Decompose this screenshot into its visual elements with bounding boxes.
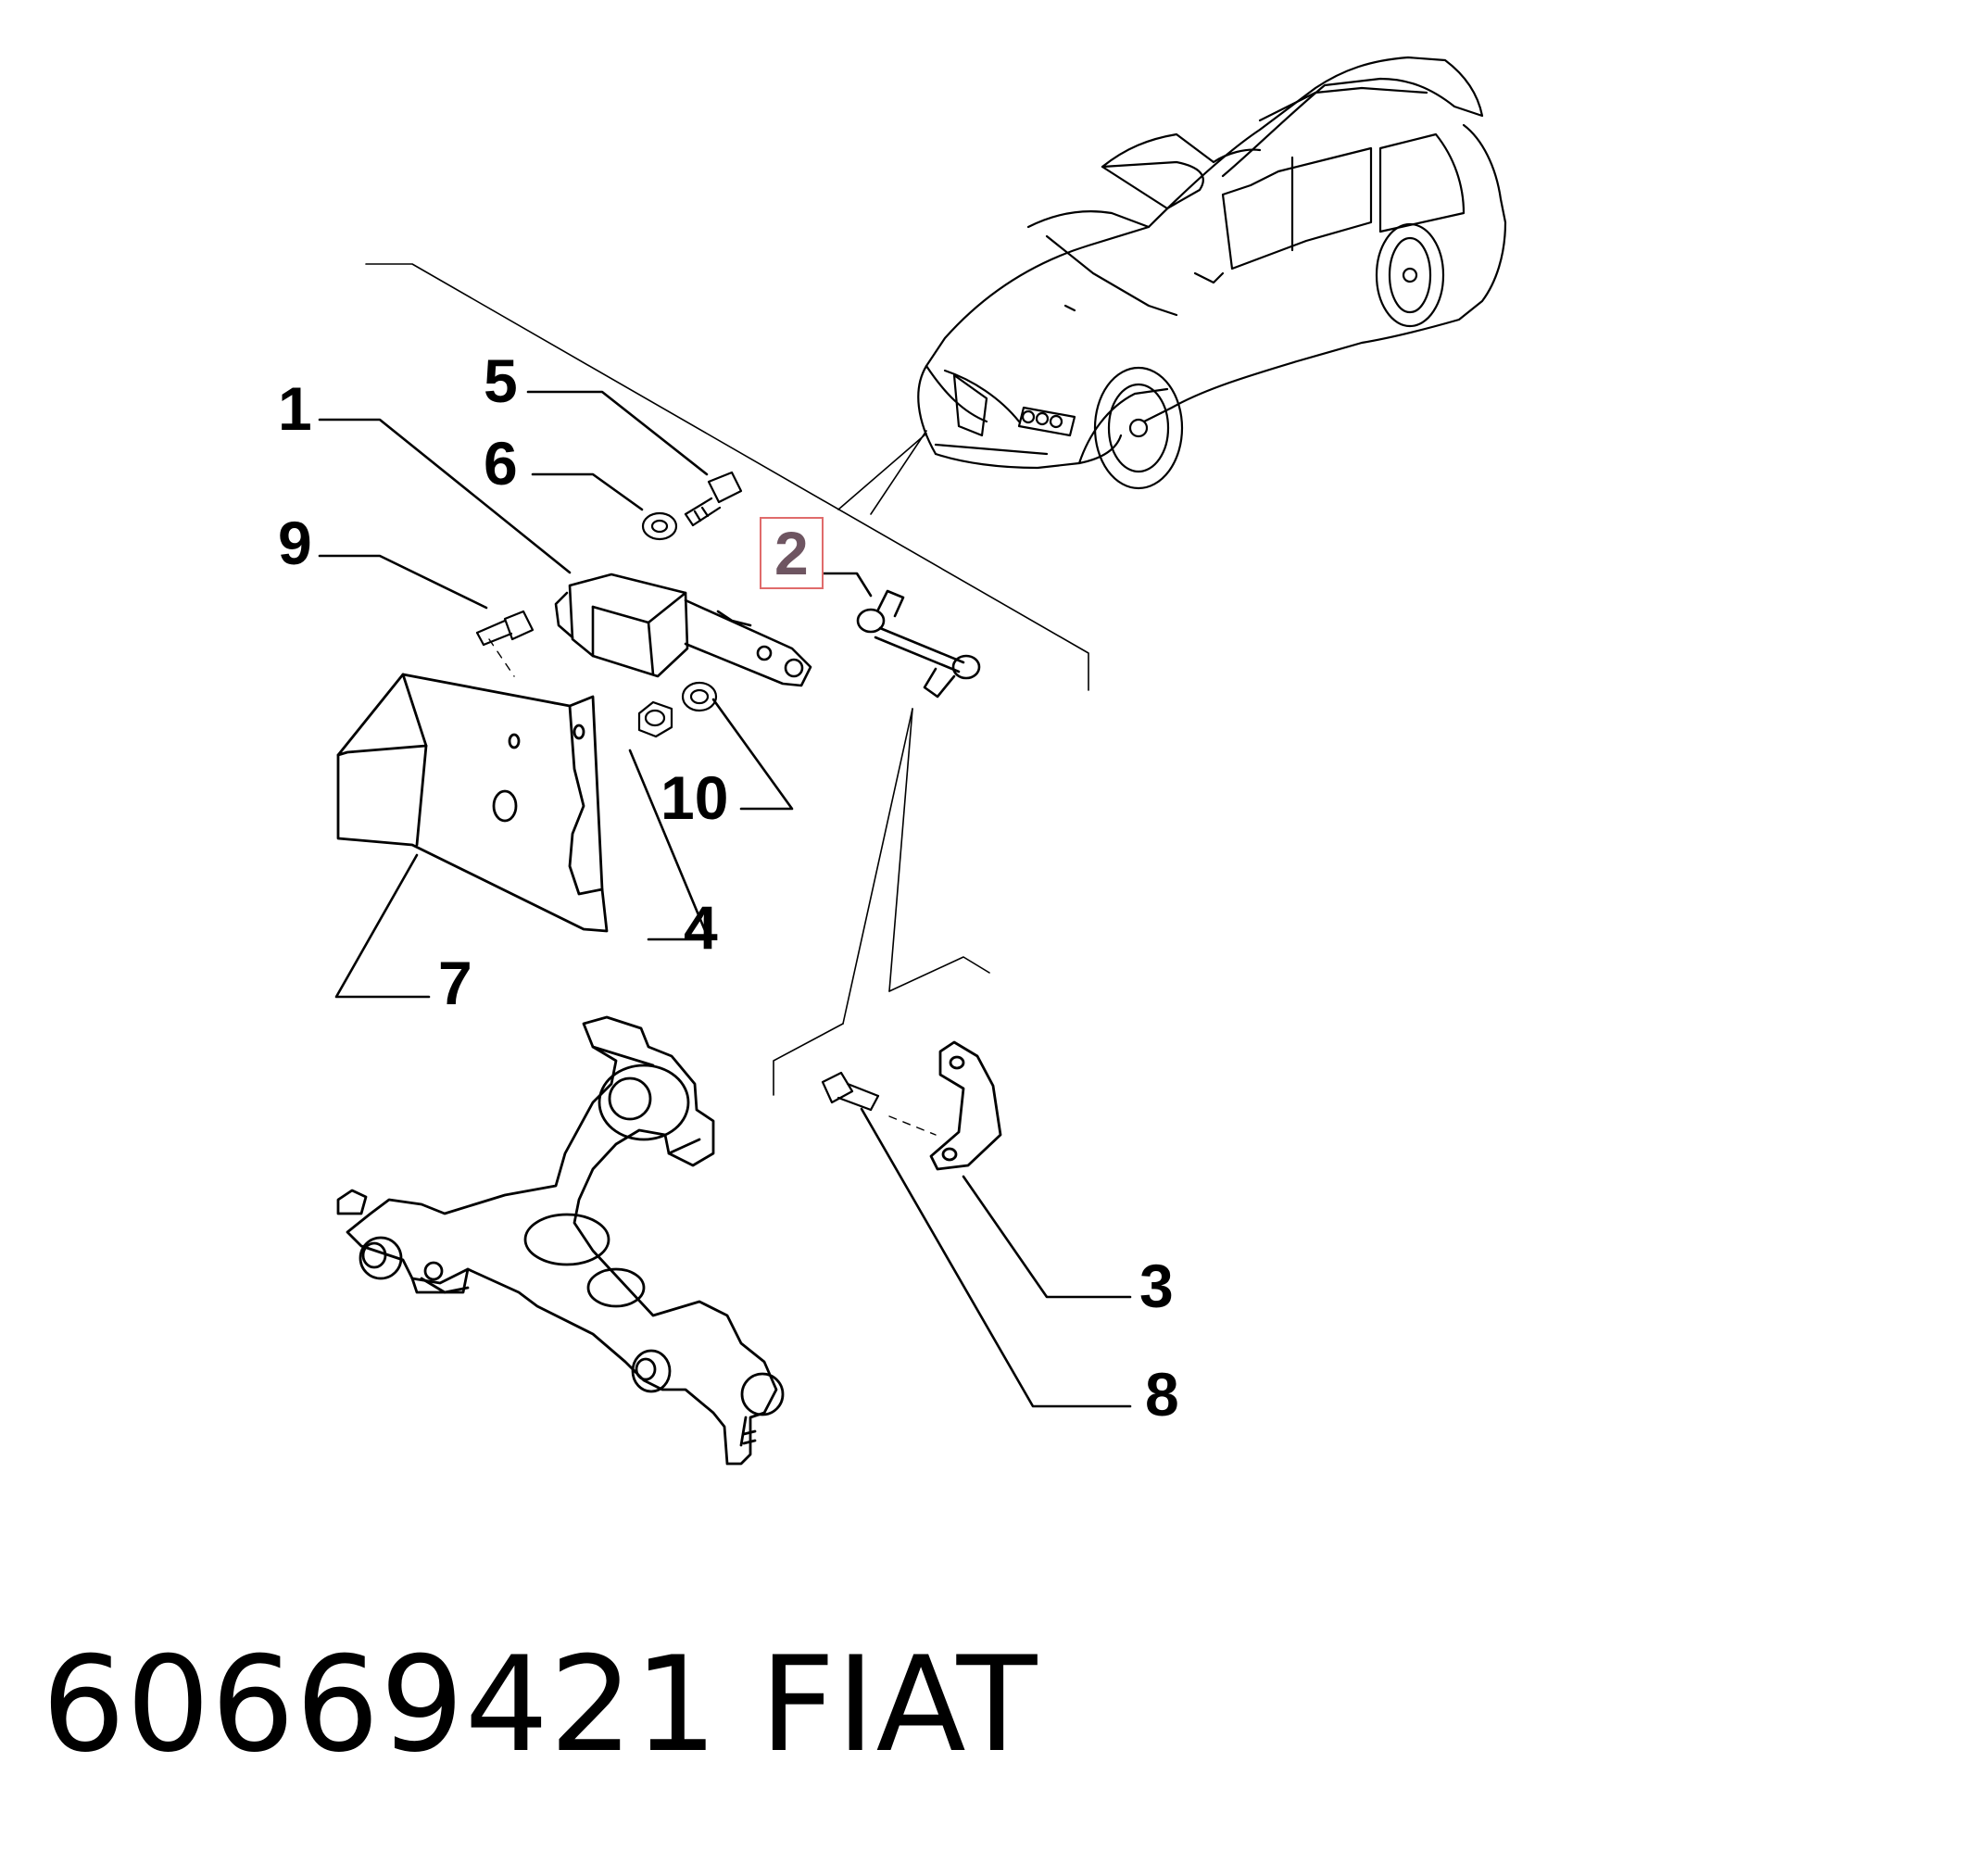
bolt-part-5 <box>684 471 743 527</box>
nut-part-4 <box>637 700 673 738</box>
part-number: 60669421 <box>42 1629 719 1781</box>
level-sensor-part-1 <box>554 573 812 687</box>
car-illustration <box>917 56 1507 490</box>
callout-2: 2 <box>760 517 824 589</box>
callout-3: 3 <box>1139 1252 1174 1320</box>
bracket-part-3 <box>929 1040 1002 1171</box>
callout-9: 9 <box>278 509 312 577</box>
bracket-part-7 <box>336 673 609 933</box>
washer-part-6 <box>641 511 678 541</box>
callout-7: 7 <box>438 949 472 1017</box>
callout-8: 8 <box>1145 1360 1179 1429</box>
control-arm-illustration <box>336 1015 785 1466</box>
bolt-part-9 <box>475 610 535 677</box>
callout-6: 6 <box>484 429 518 497</box>
linkage-rod-part-2 <box>856 589 981 699</box>
bolt-part-8 <box>821 1071 937 1136</box>
callout-4: 4 <box>684 893 718 962</box>
callout-10: 10 <box>661 763 729 832</box>
callout-5: 5 <box>484 346 518 415</box>
assembly-frame-lines <box>365 263 1089 1096</box>
leader-lines <box>318 390 1132 1408</box>
callout-1: 1 <box>278 374 312 443</box>
brand-name: FIAT <box>760 1629 1038 1781</box>
washer-part-10 <box>681 681 718 712</box>
